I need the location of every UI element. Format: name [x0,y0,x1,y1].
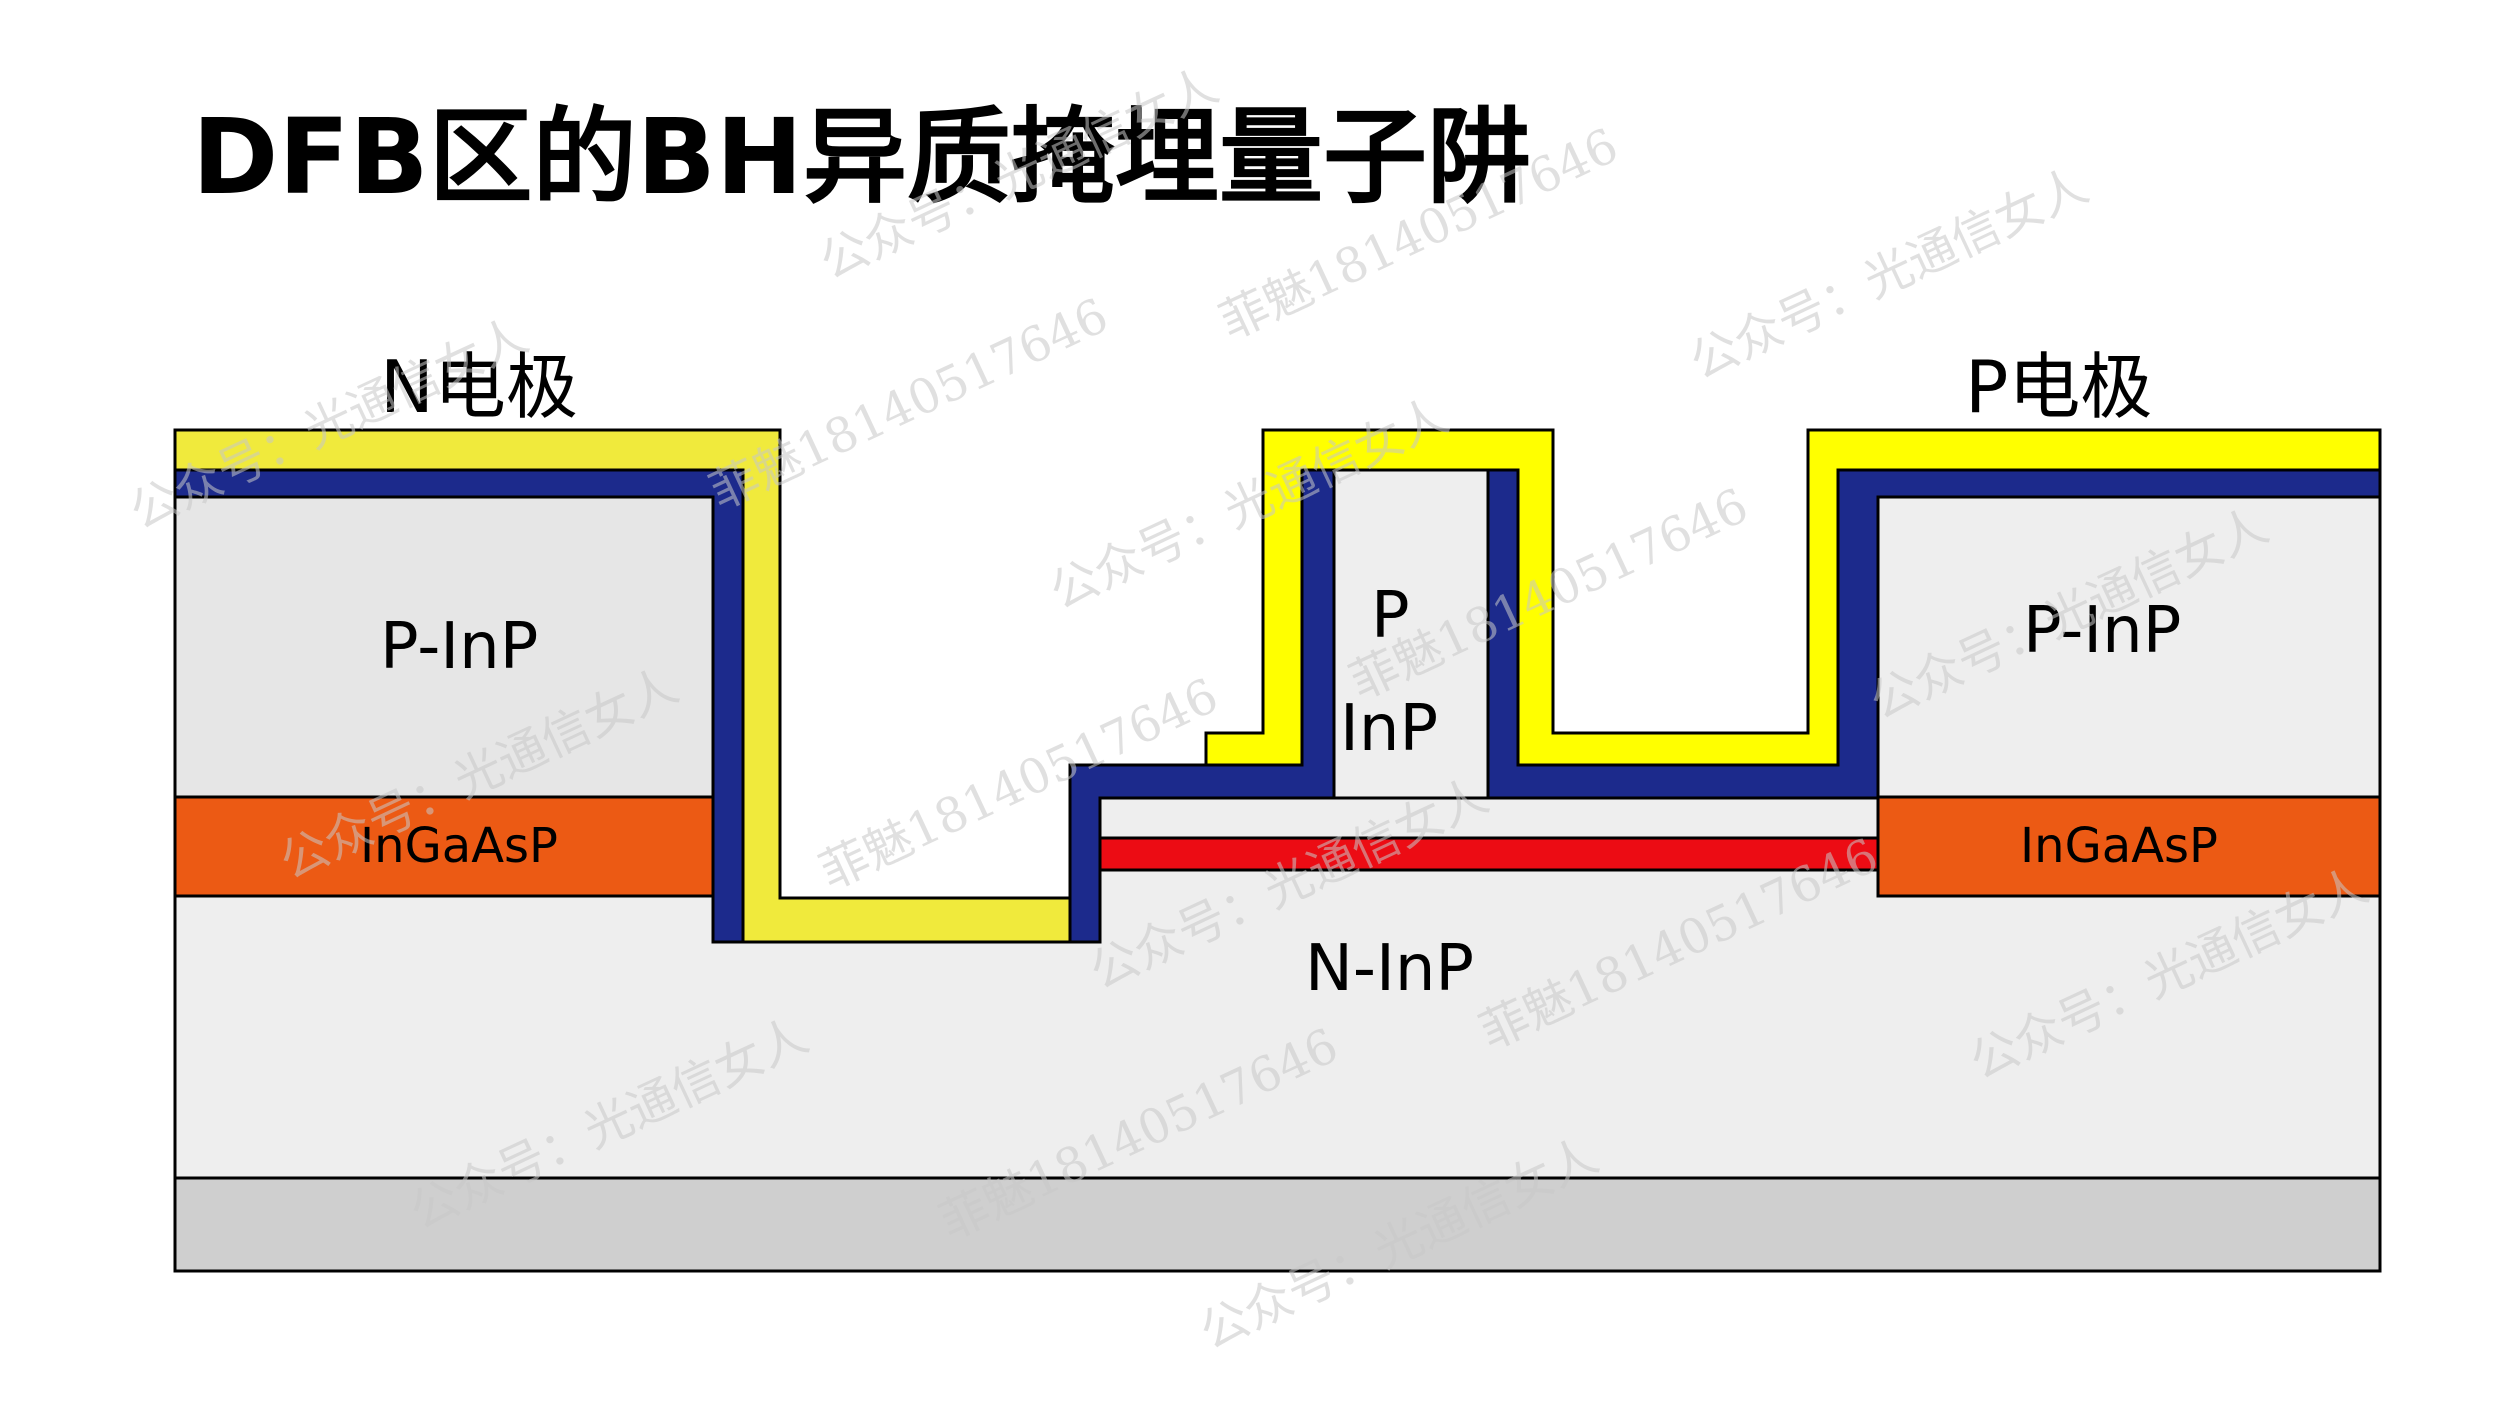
dielectric-ridge-right [1486,468,2382,800]
ingaasp-layer-left [173,795,715,898]
watermark-wechat: 公众号：光通信女人 [811,58,1226,291]
n-inp-label: N-InP [1305,932,1474,1006]
dielectric-left [173,468,745,944]
dielectric-right [1068,468,1336,944]
p-ridge-label: P [1371,579,1410,653]
inp-ridge-label: InP [1340,692,1438,766]
p-electrode-label: P电极 [1965,345,2152,429]
quantum-well-layer [1098,836,1880,872]
p-inp-layer-left [173,495,715,799]
p-inp-left-label: P-InP [380,610,538,684]
ingaasp-left-label: InGaAsP [360,818,558,874]
n-electrode-label: N电极 [380,345,578,429]
page-title: DFB区的BH异质掩埋量子阱 [192,96,1531,218]
ingaasp-right-label: InGaAsP [2020,818,2218,874]
substrate-layer [173,1176,2382,1273]
ingaasp-layer-right [1876,795,2382,898]
watermark-phone: 菲魅18140517646 [1211,118,1626,351]
watermark-phone: 菲魅18140517646 [701,288,1116,521]
p-inp-right-label: P-InP [2023,594,2181,668]
